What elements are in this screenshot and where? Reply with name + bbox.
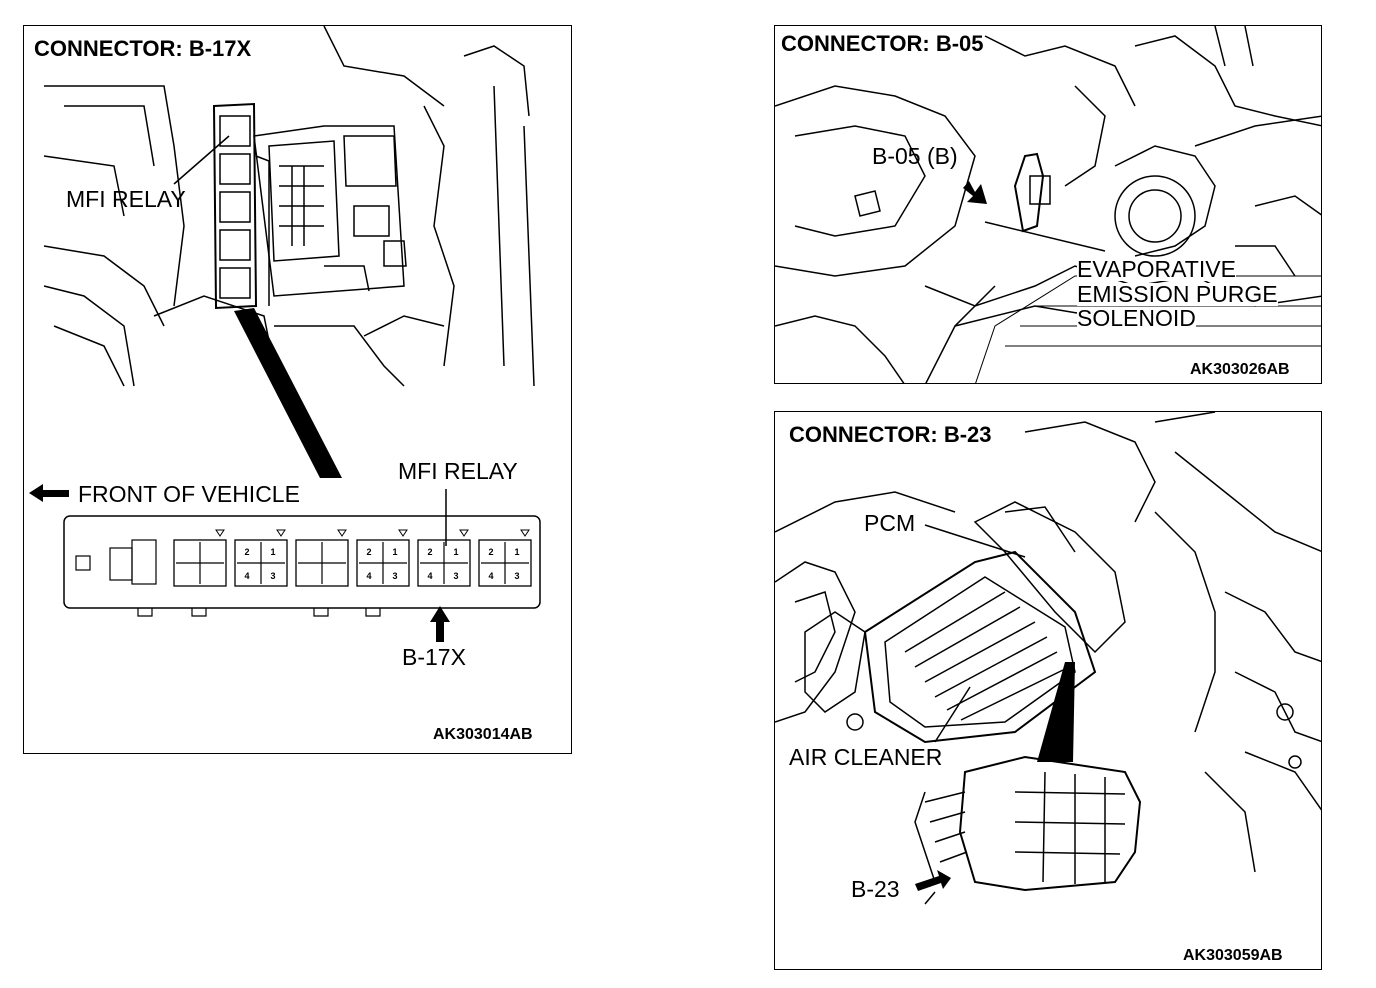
panel-b17x: 2 1 4 3 2 1 4 3 2 1 4 3 2 1 4 3 CONNECTOR: B-17X MFI RE… xyxy=(23,25,572,754)
orientation-marker xyxy=(337,529,347,537)
image-code: AK303026AB xyxy=(1190,361,1290,378)
relay-socket: 2 1 4 3 xyxy=(356,529,410,587)
engine-bay-illustration-b05 xyxy=(775,26,1321,383)
air-cleaner-label: AIR CLEANER xyxy=(789,744,943,770)
relay-pin-label: 1 xyxy=(392,547,397,557)
engine-bay-illustration-b17x: 2 1 4 3 2 1 4 3 2 1 4 3 2 1 4 3 xyxy=(29,26,541,642)
panel-title: CONNECTOR: B-17X xyxy=(34,36,252,61)
relay-pin-label: 1 xyxy=(270,547,275,557)
relay-pin-label: 1 xyxy=(514,547,519,557)
component-label-line1: EVAPORATIVE xyxy=(1077,256,1236,282)
panel-title: CONNECTOR: B-23 xyxy=(789,422,992,447)
relay-pin-label: 4 xyxy=(366,571,371,581)
relay-pin-label: 4 xyxy=(488,571,493,581)
relay-pin-label: 3 xyxy=(392,571,397,581)
relay-socket: 2 1 4 3 xyxy=(417,529,471,587)
connector-b23-label: B-23 xyxy=(851,876,900,902)
panel-title: CONNECTOR: B-05 xyxy=(781,31,984,56)
orientation-marker xyxy=(520,529,530,537)
relay-pin-label: 4 xyxy=(427,571,432,581)
panel-b23: CONNECTOR: B-23 PCM AIR CLEANER B-23 AK3… xyxy=(774,411,1322,970)
component-label-line2: EMISSION PURGE xyxy=(1077,281,1278,307)
connector-b05-label: B-05 (B) xyxy=(872,143,958,169)
relay-socket: 2 1 4 3 xyxy=(234,529,288,587)
relay-sockets: 2 1 4 3 2 1 4 3 2 1 4 3 2 1 4 3 xyxy=(173,529,532,587)
orientation-marker xyxy=(459,529,469,537)
relay-socket xyxy=(295,529,349,587)
mfi-relay-label: MFI RELAY xyxy=(66,186,186,212)
engine-bay-illustration-b23 xyxy=(775,412,1321,905)
orientation-marker xyxy=(398,529,408,537)
orientation-marker xyxy=(215,529,225,537)
orientation-marker xyxy=(276,529,286,537)
mfi-relay-detail-label: MFI RELAY xyxy=(398,458,518,484)
relay-pin-label: 3 xyxy=(453,571,458,581)
image-code: AK303059AB xyxy=(1183,947,1283,964)
connector-b17x-label: B-17X xyxy=(402,644,466,670)
relay-pin-label: 2 xyxy=(488,547,493,557)
pcm-label: PCM xyxy=(864,510,916,536)
component-label-line3: SOLENOID xyxy=(1077,305,1196,331)
relay-pin-label: 3 xyxy=(270,571,275,581)
relay-pin-label: 4 xyxy=(244,571,249,581)
relay-pin-label: 2 xyxy=(366,547,371,557)
image-code: AK303014AB xyxy=(433,726,533,743)
relay-pin-label: 1 xyxy=(453,547,458,557)
relay-socket: 2 1 4 3 xyxy=(478,529,532,587)
relay-pin-label: 2 xyxy=(244,547,249,557)
relay-socket xyxy=(173,529,227,587)
panel-b05: CONNECTOR: B-05 B-05 (B) EVAPORATIVE EMI… xyxy=(774,25,1322,384)
relay-pin-label: 2 xyxy=(427,547,432,557)
relay-pin-label: 3 xyxy=(514,571,519,581)
front-of-vehicle-label: FRONT OF VEHICLE xyxy=(78,481,300,507)
